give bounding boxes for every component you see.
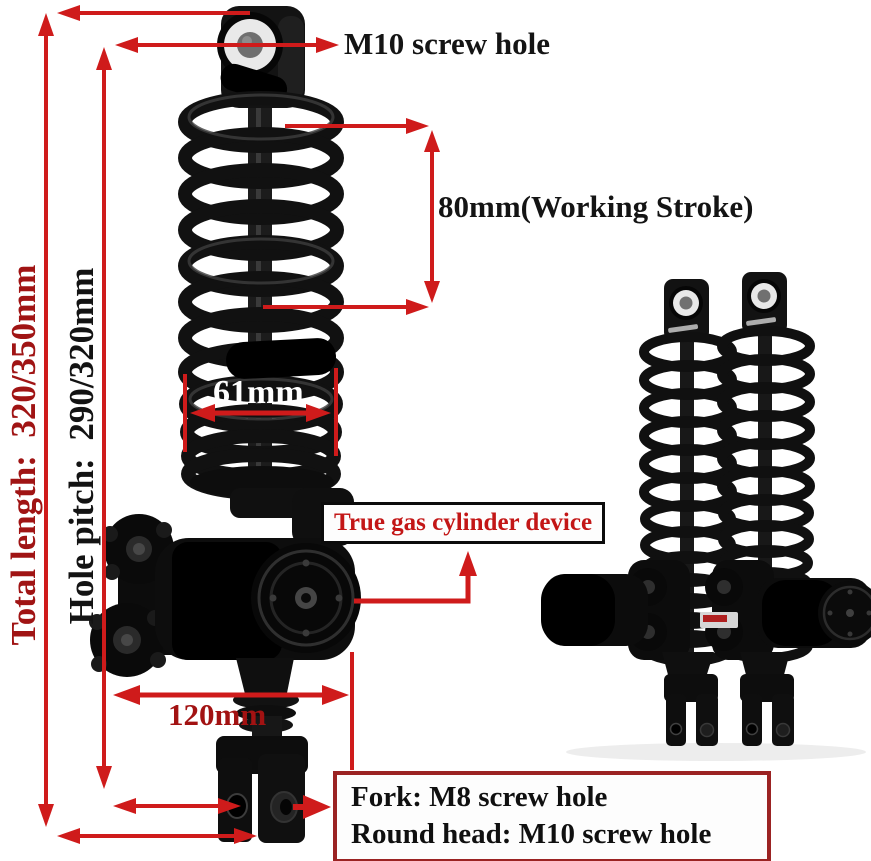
bottom-fork-mount <box>216 736 308 843</box>
pair-shock-right <box>700 272 871 746</box>
gas-cylinder-callout-box: True gas cylinder device <box>321 502 606 544</box>
dimension-annotations <box>38 5 477 844</box>
bottom-width-label: 120mm <box>168 697 267 732</box>
pair-cylinder-end-cap <box>818 581 871 645</box>
gas-cylinder-pointer-arrow <box>354 551 477 604</box>
censor-blob <box>541 574 615 646</box>
fork-pointer-arrow <box>293 795 331 819</box>
spring-diameter-label: 61mm <box>213 374 304 411</box>
fork-screw-hole-label: Fork: M8 screw hole <box>351 781 608 813</box>
censor-blob <box>172 542 282 660</box>
hole-pitch-label: Hole pitch: 290/320mm <box>62 267 101 625</box>
main-shock-absorber <box>89 6 361 843</box>
screw-hole-callout-box: Fork: M8 screw hole Round head: M10 scre… <box>333 771 771 861</box>
adjuster-knob <box>89 603 166 677</box>
shock-pair <box>541 272 871 761</box>
hole-pitch-dimension-line <box>96 37 339 814</box>
working-stroke-dimension-line <box>263 118 440 315</box>
gas-cylinder-label: True gas cylinder device <box>334 509 593 536</box>
spring-diameter-dimension-line <box>183 368 338 456</box>
total-length-label: Total length: 320/350mm <box>4 264 43 646</box>
working-stroke-label: 80mm(Working Stroke) <box>438 189 754 224</box>
censor-blob <box>762 580 840 646</box>
total-length-dimension-line <box>38 5 257 844</box>
round-head-screw-hole-label: Round head: M10 screw hole <box>351 818 712 850</box>
bottom-width-dimension-line <box>113 652 354 770</box>
m10-screw-hole-label: M10 screw hole <box>344 26 551 61</box>
pair-shock-left <box>541 279 737 746</box>
censor-blob <box>226 338 337 379</box>
gas-cylinder-end-cap <box>251 543 361 653</box>
adjuster-knob <box>102 514 176 584</box>
